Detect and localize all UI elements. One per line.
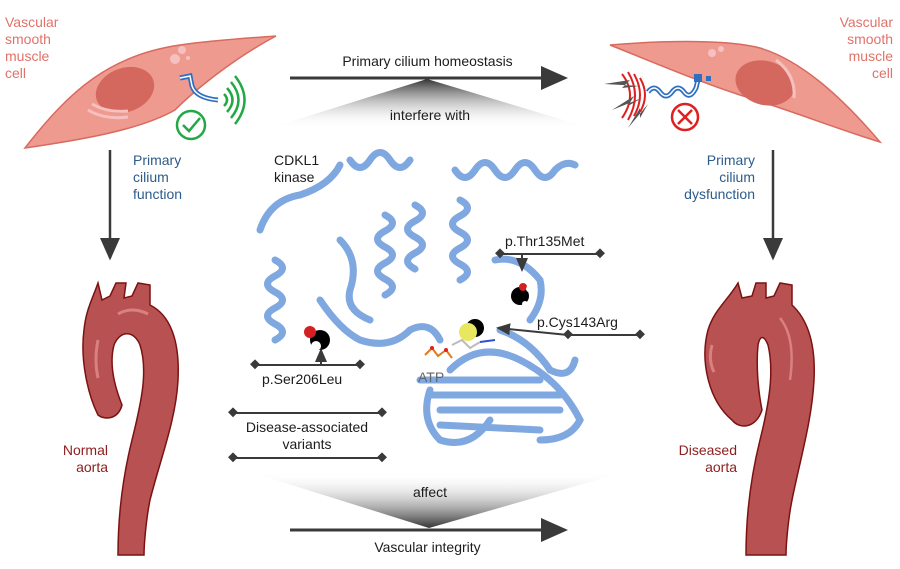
right-arrow-label-line: cilium <box>719 169 755 185</box>
signal-waves-icon <box>223 75 246 125</box>
atp-label: ATP <box>418 369 445 385</box>
right-arrow-label-line: Primary <box>706 152 755 168</box>
left-cell-label: Vascular smooth muscle cell <box>5 14 58 82</box>
left-cilium-icon <box>179 73 219 103</box>
bottom-wedge <box>250 472 625 528</box>
right-cell-label-line: muscle <box>848 48 893 64</box>
left-cell-label-line: smooth <box>5 31 51 47</box>
variant-label-thr135met: p.Thr135Met <box>505 233 585 249</box>
check-icon <box>175 109 207 141</box>
cross-icon <box>670 102 700 132</box>
right-arrow-label: Primary cilium dysfunction <box>684 152 755 203</box>
ser206-pointer <box>250 348 365 370</box>
left-cell-label-line: muscle <box>5 48 50 64</box>
variants-box-label-line: Disease-associated <box>245 419 369 435</box>
right-smooth-muscle-cell <box>609 40 883 144</box>
right-cell-label-line: cell <box>871 65 893 81</box>
cys143-pointer <box>496 323 645 340</box>
normal-aorta-label-line: aorta <box>76 459 108 475</box>
variants-bracket <box>228 407 387 463</box>
diseased-aorta <box>704 281 815 556</box>
variants-box-label-line: variants <box>282 436 332 452</box>
thr135-pointer <box>495 248 605 272</box>
variant-thr135-spheres <box>511 283 532 307</box>
protein-title-line: CDKL1 <box>274 152 320 168</box>
top-wedge <box>270 79 590 128</box>
top-arrow-label: Primary cilium homeostasis <box>342 53 513 69</box>
right-cell-label-line: smooth <box>847 31 893 47</box>
variant-ser206-spheres <box>304 326 330 351</box>
diseased-aorta-label-line: Diseased <box>678 442 737 458</box>
broken-signal-icon <box>621 71 646 121</box>
normal-aorta <box>82 280 179 556</box>
left-arrow-label-line: function <box>133 186 183 202</box>
protein-title: CDKL1 kinase <box>274 152 319 186</box>
left-arrow-label-line: cilium <box>133 169 169 185</box>
bottom-wedge-label: affect <box>413 484 447 500</box>
left-arrow-label: Primary cilium function <box>133 152 182 203</box>
protein-title-line: kinase <box>274 169 315 185</box>
right-cell-label: Vascular smooth muscle cell <box>840 14 893 82</box>
variants-box-label: Disease-associated variants <box>222 419 392 453</box>
variant-label-cys143arg: p.Cys143Arg <box>537 314 618 330</box>
diseased-aorta-label-line: aorta <box>705 459 737 475</box>
left-arrow-label-line: Primary <box>133 152 182 168</box>
bottom-arrow-label: Vascular integrity <box>374 539 481 555</box>
lightning-icon <box>604 80 648 128</box>
variant-cys143-spheres <box>459 319 484 341</box>
cdkl1-protein-structure <box>256 149 584 446</box>
normal-aorta-label: Normal aorta <box>63 442 108 476</box>
normal-aorta-label-line: Normal <box>62 442 108 458</box>
variant-label-ser206leu: p.Ser206Leu <box>262 371 343 387</box>
left-smooth-muscle-cell <box>23 35 277 150</box>
right-dysfunctional-cilium-icon <box>646 74 711 99</box>
left-cell-label-line: Vascular <box>5 14 59 30</box>
right-arrow-label-line: dysfunction <box>684 186 755 202</box>
diseased-aorta-label: Diseased aorta <box>679 442 737 476</box>
atp-ligand <box>424 338 496 359</box>
right-cell-label-line: Vascular <box>839 14 893 30</box>
top-wedge-label: interfere with <box>389 107 471 123</box>
left-cell-label-line: cell <box>5 65 27 81</box>
